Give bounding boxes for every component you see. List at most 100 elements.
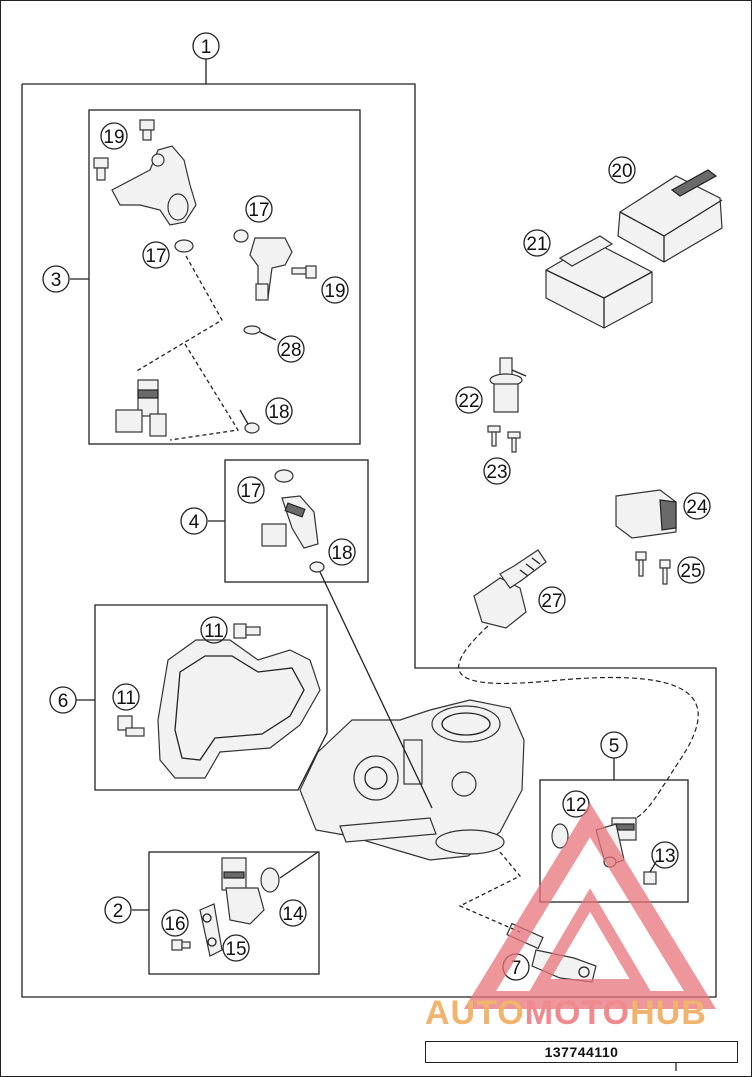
callout-11-top: 11 <box>200 616 228 644</box>
screw-19-left <box>93 157 109 181</box>
svg-text:17: 17 <box>240 481 261 502</box>
assembly-frame-2 <box>148 851 320 975</box>
callout-24: 24 <box>683 492 711 520</box>
screw-19-right <box>291 265 317 279</box>
ecu-21 <box>545 235 653 329</box>
svg-text:6: 6 <box>58 691 69 712</box>
fuel-injector-4 <box>261 495 319 549</box>
svg-text:12: 12 <box>565 795 586 816</box>
sensor-24 <box>615 489 677 539</box>
screws-23 <box>487 425 521 453</box>
callout-28: 28 <box>277 335 305 363</box>
watermark-part-1: AUTO <box>425 994 525 1032</box>
callout-11-left: 11 <box>112 683 140 711</box>
callout-6: 6 <box>49 686 77 714</box>
sensor-cable-27 <box>458 625 699 819</box>
svg-text:19: 19 <box>103 127 124 148</box>
svg-text:3: 3 <box>51 270 62 291</box>
svg-text:19: 19 <box>324 281 345 302</box>
bracket-15 <box>199 903 223 957</box>
svg-text:21: 21 <box>526 234 547 255</box>
throttle-sensor-2 <box>221 857 265 925</box>
throttle-body <box>299 699 525 861</box>
screw-16 <box>171 939 191 951</box>
watermark-logo <box>463 802 717 1009</box>
watermark-text: AUTOMOTOHUB <box>425 993 707 1033</box>
svg-text:18: 18 <box>268 402 289 423</box>
callout-20: 20 <box>608 156 636 184</box>
callout-27: 27 <box>538 586 566 614</box>
callout-2: 2 <box>104 896 132 924</box>
throttle-cover-6 <box>157 639 321 779</box>
ecu-20 <box>617 169 723 263</box>
reference-number: 137744110 <box>544 1044 619 1060</box>
svg-text:11: 11 <box>204 621 224 642</box>
callout-18-b: 18 <box>328 538 356 566</box>
screws-25 <box>635 551 671 585</box>
callout-19-a: 19 <box>100 122 128 150</box>
assembly-frame-1 <box>21 83 717 998</box>
svg-text:4: 4 <box>189 512 200 533</box>
svg-text:17: 17 <box>248 200 269 221</box>
svg-text:16: 16 <box>164 914 185 935</box>
screw-11-top <box>233 623 261 639</box>
callout-25: 25 <box>677 556 705 584</box>
injector-bracket <box>111 145 197 226</box>
svg-text:13: 13 <box>654 846 675 867</box>
screw-19-top <box>139 119 155 141</box>
fuel-injector-3 <box>115 379 167 437</box>
svg-text:28: 28 <box>280 340 301 361</box>
callout-4: 4 <box>180 507 208 535</box>
assembly-frame-3 <box>88 109 361 445</box>
svg-text:25: 25 <box>680 561 701 582</box>
svg-text:23: 23 <box>486 462 507 483</box>
callout-21: 21 <box>523 229 551 257</box>
svg-text:18: 18 <box>331 543 352 564</box>
svg-text:14: 14 <box>282 904 304 925</box>
sensor-22 <box>489 357 527 413</box>
callout-17-b: 17 <box>245 195 273 223</box>
o-ring-17-c <box>274 469 294 483</box>
screw-13 <box>643 871 657 885</box>
callout-18-a: 18 <box>265 397 293 425</box>
callout-17-a: 17 <box>142 241 170 269</box>
callout-15: 15 <box>222 934 250 962</box>
watermark-part-2: MOTO <box>524 994 631 1032</box>
clip-28 <box>243 325 277 341</box>
o-ring-14 <box>260 867 280 893</box>
svg-text:24: 24 <box>686 497 708 518</box>
callout-12: 12 <box>562 790 590 818</box>
callout-3: 3 <box>42 265 70 293</box>
callout-17-c: 17 <box>237 476 265 504</box>
svg-text:27: 27 <box>541 591 562 612</box>
callout-14: 14 <box>279 899 307 927</box>
svg-text:2: 2 <box>113 901 124 922</box>
svg-text:1: 1 <box>201 37 212 58</box>
sensor-27 <box>473 549 547 629</box>
assembly-frame-6 <box>94 604 328 791</box>
svg-text:5: 5 <box>609 736 620 757</box>
svg-text:7: 7 <box>511 958 522 979</box>
o-ring-12 <box>551 823 569 849</box>
svg-text:11: 11 <box>116 688 136 709</box>
callout-5: 5 <box>600 731 628 759</box>
callout-1: 1 <box>192 32 220 60</box>
screw-11-left <box>117 715 145 737</box>
o-ring-17-b <box>233 229 249 243</box>
callout-16: 16 <box>161 909 189 937</box>
svg-text:22: 22 <box>458 391 479 412</box>
callout-13: 13 <box>651 841 679 869</box>
o-ring-18-b <box>309 561 325 573</box>
svg-text:17: 17 <box>145 246 166 267</box>
svg-text:20: 20 <box>611 161 632 182</box>
reference-number-box: 137744110 <box>425 1041 738 1063</box>
svg-text:15: 15 <box>225 939 246 960</box>
o-ring-18-a <box>244 422 260 434</box>
injector-connector-pipe <box>249 237 293 301</box>
callout-22: 22 <box>455 386 483 414</box>
watermark-part-3: HUB <box>630 994 707 1032</box>
callout-19-b: 19 <box>321 276 349 304</box>
o-ring-17-a <box>174 239 194 253</box>
callout-23: 23 <box>483 457 511 485</box>
